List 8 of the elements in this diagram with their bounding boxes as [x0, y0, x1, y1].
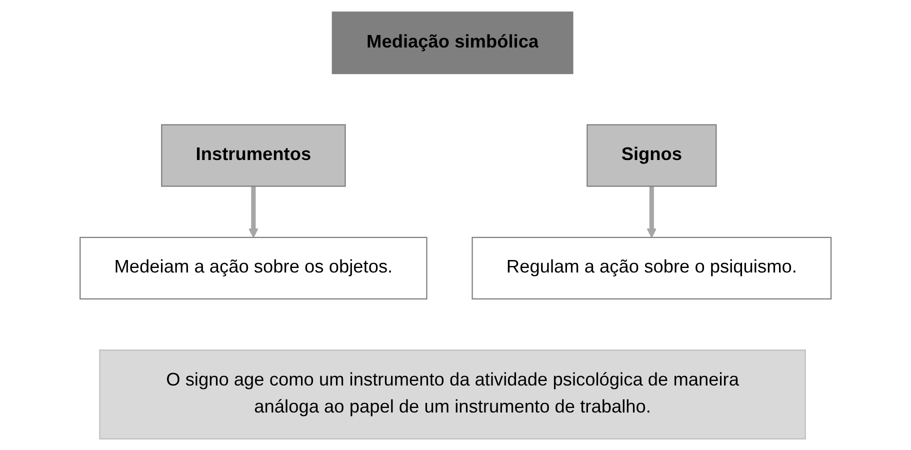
- node-box: Mediação simbólica: [332, 11, 574, 74]
- arrow: [646, 186, 657, 238]
- node-box: Regulam a ação sobre o psiquismo.: [472, 236, 832, 299]
- arrow: [248, 186, 258, 238]
- node-box: Instrumentos: [160, 124, 346, 186]
- node-box: O signo age como um instrumento da atividade psicológica de maneira análoga ao papel de um instrumento de trabalho.: [99, 349, 806, 439]
- node-box: Signos: [586, 124, 717, 186]
- node-box: Medeiam a ação sobre os objetos.: [79, 236, 428, 299]
